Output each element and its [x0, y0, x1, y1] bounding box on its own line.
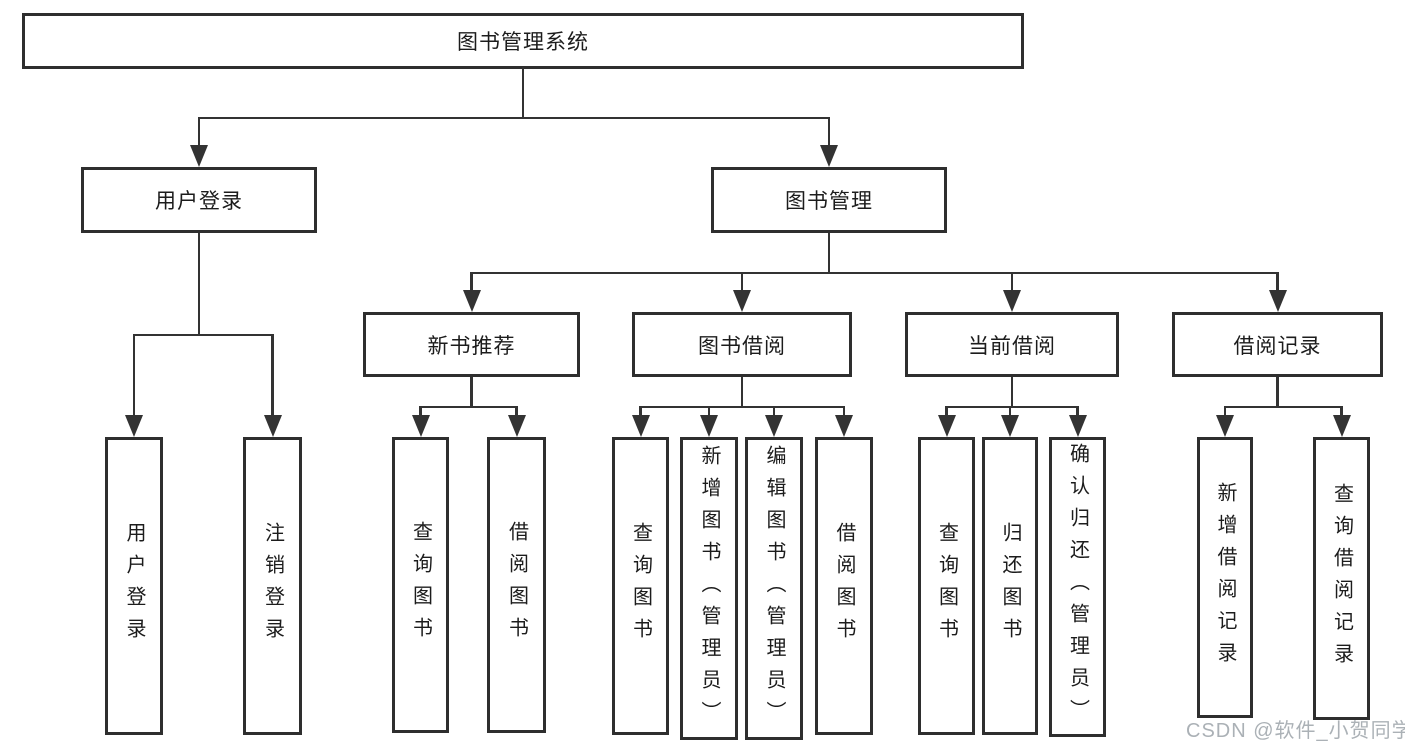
arrowhead-down-icon: [263, 415, 282, 437]
arrowhead-down-icon: [462, 290, 481, 312]
arrowhead-down-icon: [835, 415, 853, 437]
arrowhead-down-icon: [190, 145, 208, 167]
node-label: 查询借阅记录: [1330, 482, 1353, 675]
arrowhead-down-icon: [1003, 290, 1021, 312]
arrowhead-down-icon: [507, 415, 526, 437]
connector-line: [827, 118, 831, 150]
connector-line: [842, 407, 846, 416]
node-user-login: 用户登录: [81, 167, 317, 233]
leaf-query-books-borrowing: 查询图书: [612, 437, 669, 735]
connector-line: [197, 118, 201, 150]
node-label: 归还图书: [999, 522, 1021, 650]
connector-line: [1010, 377, 1014, 407]
leaf-add-borrow-record: 新增借阅记录: [1197, 437, 1253, 718]
node-label: 注销登录: [261, 522, 284, 650]
node-label: 确认归还（管理员）: [1066, 443, 1089, 731]
leaf-query-borrow-record: 查询借阅记录: [1313, 437, 1370, 720]
leaf-edit-book-admin: 编辑图书（管理员）: [745, 437, 803, 740]
node-label: 当前借阅: [968, 334, 1056, 358]
node-book-management: 图书管理: [711, 167, 947, 233]
arrowhead-down-icon: [820, 145, 838, 167]
connector-line: [470, 271, 1280, 275]
connector-line: [1076, 407, 1079, 416]
node-label: 用户登录: [123, 522, 145, 650]
connector-line: [1276, 377, 1279, 407]
node-label: 查询图书: [629, 522, 652, 650]
connector-line: [132, 335, 136, 416]
connector-line: [1010, 273, 1014, 291]
connector-line: [470, 273, 473, 291]
connector-line: [419, 405, 518, 409]
node-label: 新增借阅记录: [1214, 481, 1236, 674]
arrowhead-down-icon: [1001, 415, 1019, 437]
node-label: 借阅图书: [505, 521, 528, 649]
connector-line: [197, 116, 831, 120]
arrowhead-down-icon: [1216, 415, 1234, 437]
node-label: 用户登录: [155, 190, 243, 213]
connector-line: [827, 233, 831, 273]
connector-line: [945, 405, 1079, 409]
node-label: 查询图书: [935, 522, 958, 650]
node-label: 编辑图书（管理员）: [763, 444, 785, 733]
leaf-add-book-admin: 新增图书（管理员）: [680, 437, 738, 740]
connector-line: [1276, 273, 1279, 291]
arrowhead-down-icon: [733, 290, 751, 312]
connector-line: [1223, 405, 1343, 409]
csdn-watermark: CSDN @软件_小贺同学: [1186, 720, 1405, 742]
node-book-borrowing: 图书借阅: [632, 312, 852, 377]
node-borrow-records: 借阅记录: [1172, 312, 1383, 377]
leaf-confirm-return-admin: 确认归还（管理员）: [1049, 437, 1106, 737]
connector-line: [132, 333, 274, 337]
connector-line: [419, 407, 422, 416]
arrowhead-down-icon: [411, 415, 430, 437]
connector-line: [515, 407, 518, 416]
connector-line: [740, 273, 744, 291]
connector-line: [197, 233, 201, 335]
leaf-query-books-current: 查询图书: [918, 437, 975, 735]
arrowhead-down-icon: [765, 415, 783, 437]
node-label: 借阅图书: [833, 522, 855, 650]
node-library-system: 图书管理系统: [22, 13, 1024, 69]
connector-line: [740, 377, 744, 407]
node-new-book-recommend: 新书推荐: [363, 312, 580, 377]
leaf-return-book: 归还图书: [982, 437, 1038, 735]
connector-line: [639, 405, 846, 409]
arrowhead-down-icon: [700, 415, 718, 437]
node-label: 查询图书: [409, 521, 432, 649]
connector-line: [639, 407, 642, 416]
node-label: 新书推荐: [427, 334, 516, 358]
leaf-logout: 注销登录: [243, 437, 302, 735]
connector-line: [521, 67, 525, 118]
connector-line: [1008, 407, 1012, 416]
arrowhead-down-icon: [937, 415, 956, 437]
arrowhead-down-icon: [1068, 415, 1087, 437]
node-current-borrowing: 当前借阅: [905, 312, 1119, 377]
leaf-borrow-books-borrowing: 借阅图书: [815, 437, 873, 735]
node-label: 图书管理系统: [457, 31, 589, 54]
leaf-user-login: 用户登录: [105, 437, 163, 735]
connector-line: [945, 407, 948, 416]
arrowhead-down-icon: [1268, 290, 1287, 312]
node-label: 图书管理: [785, 190, 873, 213]
leaf-query-books-recommend: 查询图书: [392, 437, 449, 733]
arrowhead-down-icon: [125, 415, 143, 437]
connector-line: [470, 377, 473, 407]
arrowhead-down-icon: [631, 415, 650, 437]
node-label: 图书借阅: [698, 334, 786, 358]
connector-line: [707, 407, 711, 416]
connector-line: [772, 407, 776, 416]
arrowhead-down-icon: [1332, 415, 1351, 437]
node-label: 新增图书（管理员）: [698, 444, 720, 733]
node-label: 借阅记录: [1233, 334, 1322, 358]
connector-line: [271, 335, 274, 416]
connector-line: [1340, 407, 1343, 416]
connector-line: [1223, 407, 1227, 416]
leaf-borrow-books-recommend: 借阅图书: [487, 437, 546, 733]
